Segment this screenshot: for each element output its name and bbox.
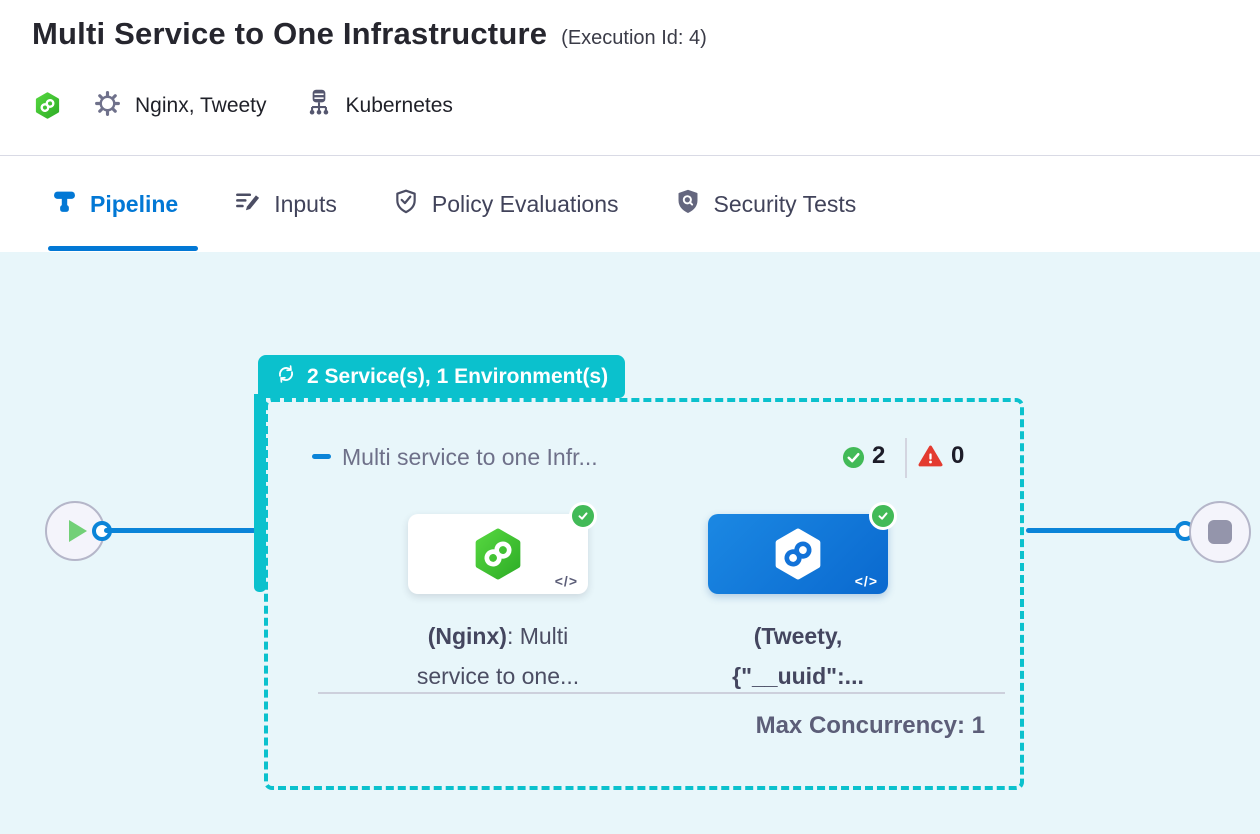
tab-policy-evaluations-label: Policy Evaluations: [431, 190, 619, 217]
tab-pipeline-label: Pipeline: [90, 190, 179, 217]
execution-id-label: (Execution Id: 4): [561, 27, 707, 49]
service-node-nginx[interactable]: </>: [408, 502, 597, 594]
harness-service-logo-green: [475, 528, 521, 580]
tab-inputs[interactable]: Inputs: [234, 188, 337, 220]
collapse-stage-icon[interactable]: [312, 454, 331, 459]
gear-icon: [93, 89, 122, 123]
failure-count: 0: [951, 442, 965, 469]
shield-scan-icon: [675, 188, 701, 220]
stage-services-badge-label: 2 Service(s), 1 Environment(s): [307, 364, 609, 388]
infrastructure-icon: [305, 88, 333, 123]
pipeline-canvas: 2 Service(s), 1 Environment(s) Multi ser…: [0, 252, 1260, 834]
stage-title: Multi service to one Infr...: [342, 444, 598, 470]
edge-stage-to-end: [1026, 528, 1178, 533]
shield-check-icon: [393, 188, 419, 220]
title-row: Multi Service to One Infrastructure (Exe…: [32, 16, 707, 52]
success-check-icon: [842, 446, 865, 474]
stage-accent-strip: [254, 394, 266, 592]
page-title: Multi Service to One Infrastructure: [32, 16, 548, 51]
count-divider: [905, 438, 907, 478]
tab-security-tests-label: Security Tests: [713, 190, 857, 217]
status-success-badge: [869, 502, 897, 530]
pipeline-meta-row: Nginx, Tweety: [34, 88, 453, 123]
loop-icon: [275, 363, 297, 391]
stage-services-badge[interactable]: 2 Service(s), 1 Environment(s): [258, 355, 626, 398]
status-success-badge: [569, 502, 597, 530]
tab-pipeline[interactable]: Pipeline: [52, 189, 178, 219]
active-tab-indicator: [48, 246, 198, 251]
stage-group-container[interactable]: Multi service to one Infr... 2 0: [264, 398, 1024, 790]
pipeline-icon: [52, 189, 77, 219]
edge-start-to-stage: [104, 528, 256, 533]
service-node-label-nginx: (Nginx): Multi service to one...: [416, 623, 580, 689]
stage-footer-divider: [318, 692, 1005, 694]
service-node-label-tweety: (Tweety, {"__uuid":...: [732, 623, 864, 689]
service-node-tweety[interactable]: </>: [708, 502, 897, 594]
tab-inputs-label: Inputs: [274, 190, 337, 217]
tab-security-tests[interactable]: Security Tests: [675, 188, 857, 220]
harness-service-logo-white: [775, 528, 821, 580]
stop-icon: [1208, 520, 1232, 544]
code-icon: </>: [854, 573, 878, 589]
page-header: Multi Service to One Infrastructure (Exe…: [0, 0, 1260, 156]
max-concurrency-label: Max Concurrency: 1: [755, 712, 985, 739]
infrastructure-label: Kubernetes: [345, 93, 453, 117]
harness-service-icon: [34, 92, 61, 119]
tab-policy-evaluations[interactable]: Policy Evaluations: [393, 188, 619, 220]
inputs-icon: [234, 188, 261, 220]
play-icon: [68, 520, 87, 542]
code-icon: </>: [554, 573, 578, 589]
tab-bar: Pipeline Inputs: [0, 156, 1260, 253]
failure-warning-icon: [918, 445, 943, 473]
pipeline-end-node: [1189, 501, 1251, 563]
services-label: Nginx, Tweety: [135, 93, 267, 117]
success-count: 2: [872, 442, 886, 469]
